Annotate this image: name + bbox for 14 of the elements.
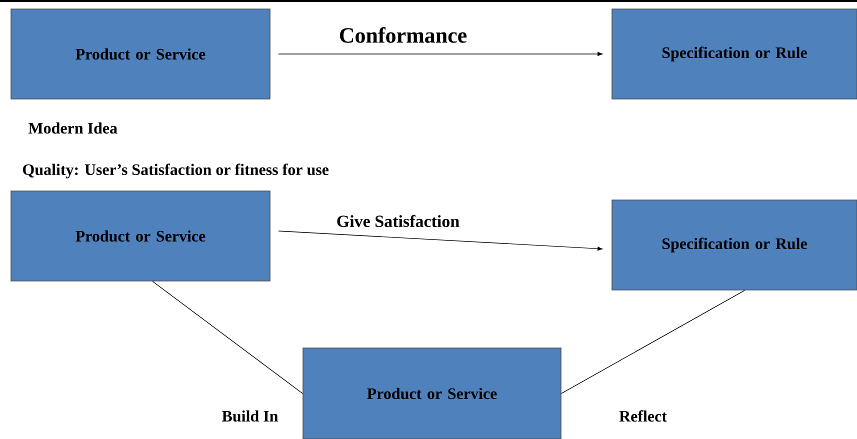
process-box: Specification or Rule <box>612 8 857 100</box>
connector-line <box>561 290 745 394</box>
connector-line <box>152 281 303 394</box>
process-box: Product or Service <box>10 8 270 100</box>
process-box: Product or Service <box>302 348 562 439</box>
edge-label: Conformance <box>340 27 467 43</box>
process-box: Specification or Rule <box>612 200 857 290</box>
arrow <box>278 52 602 56</box>
process-box: Product or Service <box>10 190 270 282</box>
note-text: Modern Idea <box>28 122 118 134</box>
edge-label: Reflect <box>619 410 667 422</box>
edge-label: Build In <box>222 410 278 422</box>
arrow <box>278 230 602 251</box>
edge-label: Give Satisfaction <box>337 214 460 228</box>
